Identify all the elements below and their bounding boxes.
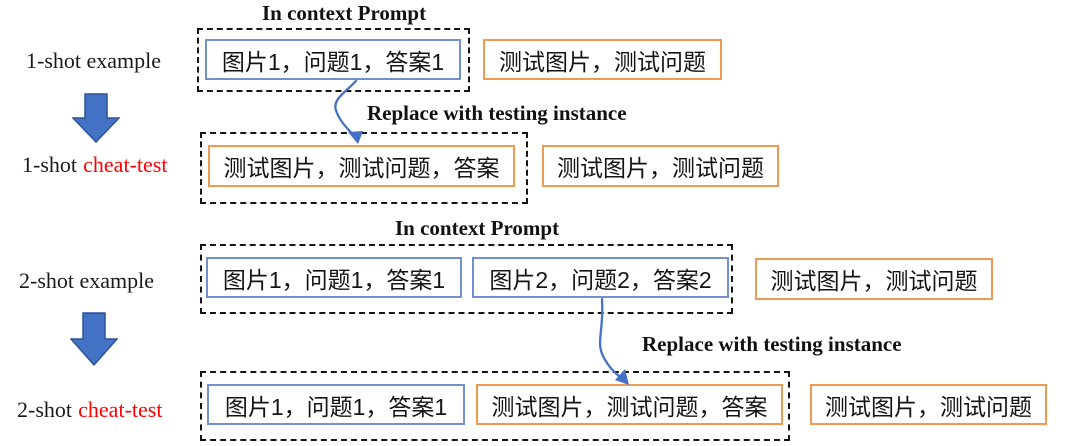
- one-shot-prompt-frame: [197, 28, 470, 92]
- two-shot-cheat-frame: [200, 371, 790, 441]
- test-instance-box-4: 测试图片，测试问题: [810, 384, 1047, 425]
- test-instance-box-1: 测试图片，测试问题: [483, 39, 722, 80]
- down-arrow-icon-1: [72, 93, 120, 143]
- one-shot-cheat-test-label-black: 1-shot: [22, 152, 77, 177]
- test-instance-box-3: 测试图片，测试问题: [755, 258, 993, 300]
- replace-with-testing-instance-label-2: Replace with testing instance: [642, 332, 902, 356]
- example-qa-box-2a: 图片1，问题1，答案1: [206, 257, 462, 298]
- example-qa-box-3: 图片1，问题1，答案1: [207, 384, 465, 425]
- two-shot-cheat-test-label-black: 2-shot: [17, 397, 72, 422]
- two-shot-example-label: 2-shot example: [19, 268, 155, 293]
- replace-with-testing-instance-label-1: Replace with testing instance: [367, 101, 627, 125]
- two-shot-cheat-test-label-red: cheat-test: [78, 397, 163, 422]
- in-context-prompt-title-1: In context Prompt: [262, 1, 427, 25]
- test-instance-box-2: 测试图片，测试问题: [542, 145, 779, 187]
- cheat-qa-box-1: 测试图片，测试问题，答案: [208, 145, 515, 187]
- one-shot-example-label: 1-shot example: [26, 48, 162, 73]
- in-context-prompt-title-2: In context Prompt: [395, 216, 560, 240]
- cheat-qa-box-2: 测试图片，测试问题，答案: [476, 384, 783, 425]
- example-qa-box-1: 图片1，问题1，答案1: [205, 39, 461, 80]
- one-shot-cheat-test-label-red: cheat-test: [83, 152, 168, 177]
- down-arrow-icon-2: [70, 312, 118, 366]
- example-qa-box-2b: 图片2，问题2，答案2: [472, 257, 729, 298]
- one-shot-cheat-frame: [200, 132, 528, 204]
- two-shot-prompt-frame: [200, 244, 733, 314]
